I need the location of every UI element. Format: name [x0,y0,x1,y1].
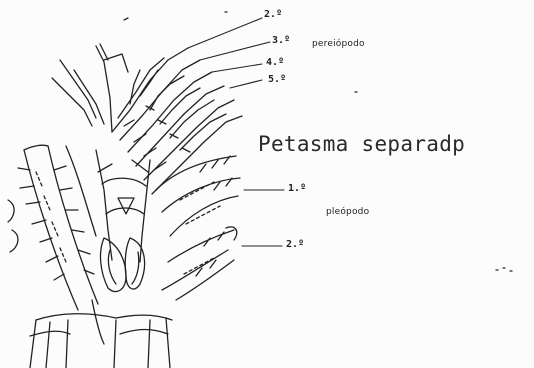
left-pleopod [8,145,98,310]
figure-caption: Petasma separadp [258,134,465,155]
pereopod-2-label: 2.º [264,10,282,20]
leader-line-pereopod-5 [230,80,262,88]
pereopod-3-label: 3.º [272,36,290,46]
pereopod-5-label: 5.º [268,75,286,85]
leader-line-pereopod-2 [188,18,262,48]
pereopod-4-label: 4.º [266,58,284,68]
stray-mark [124,18,128,20]
pereopod-term-label: pereiópodo [312,40,365,49]
stray-mark [496,268,512,271]
basal-segments [30,300,172,368]
left-stalks [52,44,128,132]
pleopod-1-label: 1.º [288,184,306,194]
pleopod-term-label: pleópodo [326,208,369,217]
central-body [96,150,150,262]
leader-line-pereopod-4 [212,64,262,72]
petasma-lobes [101,238,145,292]
leader-line-pereopod-3 [200,42,270,60]
pleopod-2-label: 2.º [286,240,304,250]
